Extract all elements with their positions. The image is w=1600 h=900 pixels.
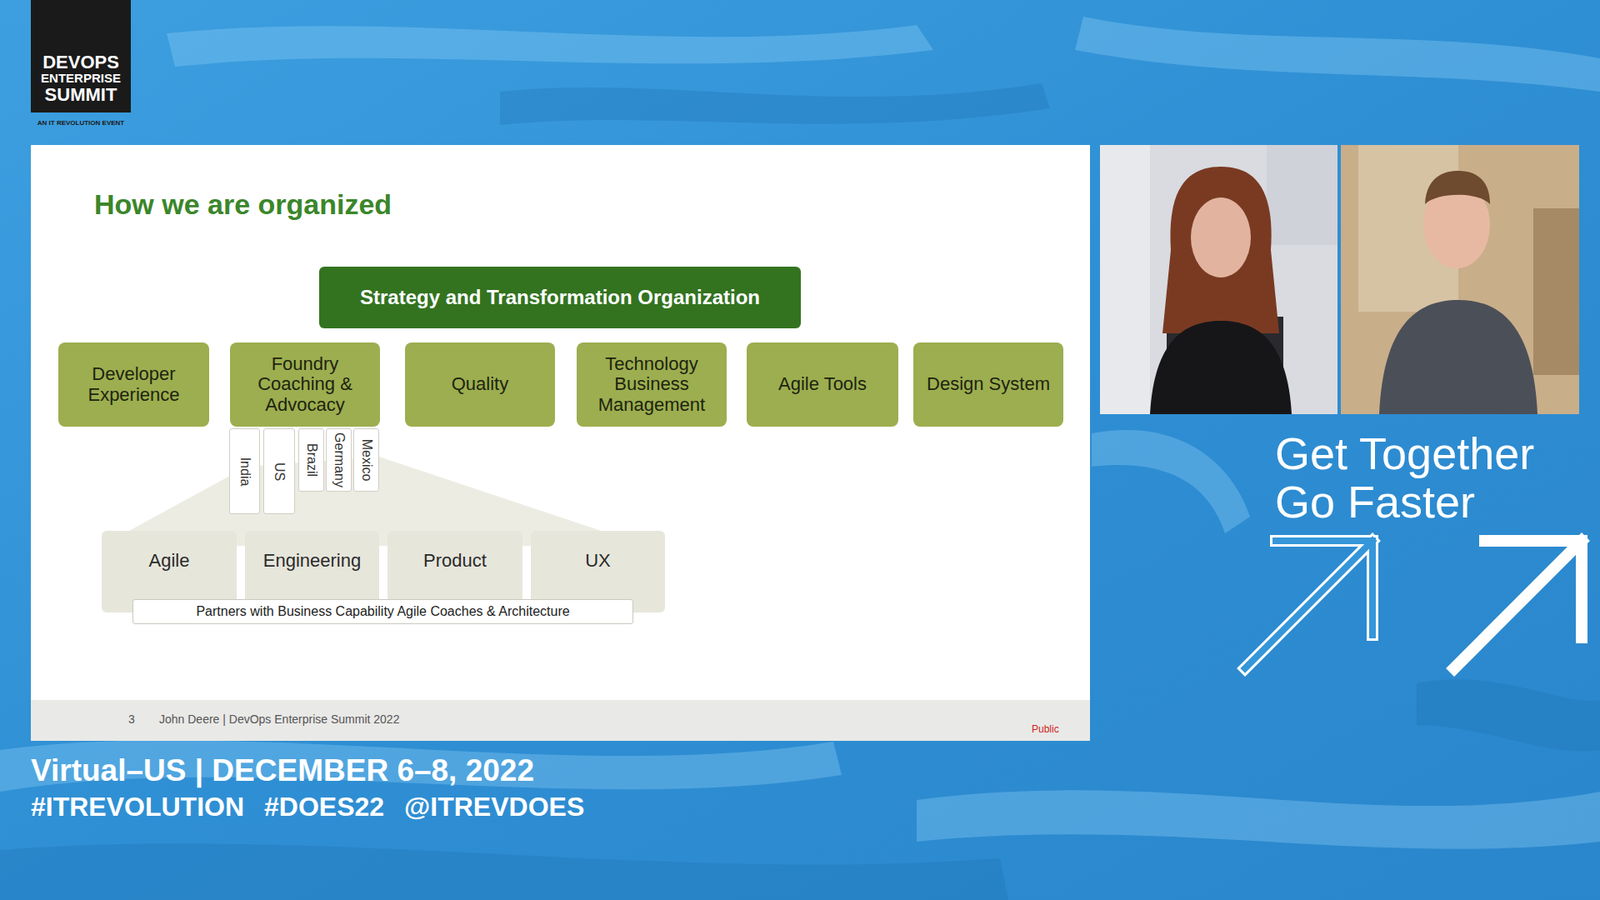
logo-tagline: AN IT REVOLUTION EVENT <box>30 120 131 128</box>
partners-note: Partners with Business Capability Agile … <box>132 599 634 625</box>
team-box: Technology Business Management <box>576 342 727 427</box>
node-text: Agile Tools <box>778 374 867 395</box>
video-frame-1 <box>1100 145 1338 415</box>
classification-mark: Public <box>1031 724 1060 735</box>
node-text: Strategy and Transformation Organization <box>360 285 760 310</box>
tagline: Get Together <box>1275 429 1535 479</box>
node-text: Developer Experience <box>65 364 203 405</box>
hashtag-row: #ITREVOLUTION #DOES22 @ITREVDOES <box>30 792 585 822</box>
logo-text: DEVOPS <box>30 52 131 73</box>
node-text: Mexico <box>359 439 375 482</box>
country-tab: Brazil <box>298 428 325 492</box>
logo-text: SUMMIT <box>30 85 131 105</box>
team-box: Developer Experience <box>58 342 210 427</box>
logo-box <box>30 0 131 113</box>
event-dates: Virtual–US | DECEMBER 6–8, 2022 <box>30 754 535 789</box>
country-tab: Mexico <box>353 428 380 492</box>
org-header-box: Strategy and Transformation Organization <box>319 266 801 329</box>
logo-text: ENTERPRISE <box>30 71 131 86</box>
tagline: Go Faster <box>1275 477 1475 527</box>
node-text: Technology Business Management <box>583 354 720 416</box>
solid-arrow <box>1454 540 1582 669</box>
brush-strokes <box>0 16 1600 850</box>
node-text: US <box>271 461 287 480</box>
node-text: Partners with Business Capability Agile … <box>195 603 570 620</box>
node-text: Brazil <box>304 443 320 477</box>
slide-panel <box>30 145 1090 741</box>
outline-arrow <box>1245 540 1373 669</box>
slide-footer-bar <box>30 700 1090 741</box>
team-box: Agile Tools <box>746 342 899 427</box>
country-tab: Germany <box>325 428 352 492</box>
country-tab: US <box>263 428 295 515</box>
node-text: Foundry Coaching & Advocacy <box>236 354 374 416</box>
country-tab: India <box>229 428 260 515</box>
team-box: Quality <box>405 342 555 427</box>
node-text: Engineering <box>263 550 361 571</box>
video-frame-2 <box>1340 145 1580 415</box>
node-text: Quality <box>451 374 509 395</box>
slide-footer: John Deere | DevOps Enterprise Summit 20… <box>159 713 400 726</box>
hashtag: #ITREVOLUTION <box>30 792 245 822</box>
node-text: UX <box>585 550 611 571</box>
slide-title: How we are organized <box>94 188 392 221</box>
node-text: Agile <box>149 550 190 571</box>
node-text: Design System <box>926 374 1050 395</box>
dark-brush-strokes <box>0 83 1600 900</box>
team-box: Design System <box>913 342 1064 427</box>
hashtag: @ITREVDOES <box>404 792 585 822</box>
team-box: Foundry Coaching & Advocacy <box>230 342 380 427</box>
hashtag: #DOES22 <box>264 792 385 822</box>
node-text: India <box>237 456 253 486</box>
node-text: Germany <box>331 432 347 488</box>
node-text: Product <box>423 550 487 571</box>
page-number: 3 <box>128 713 135 726</box>
